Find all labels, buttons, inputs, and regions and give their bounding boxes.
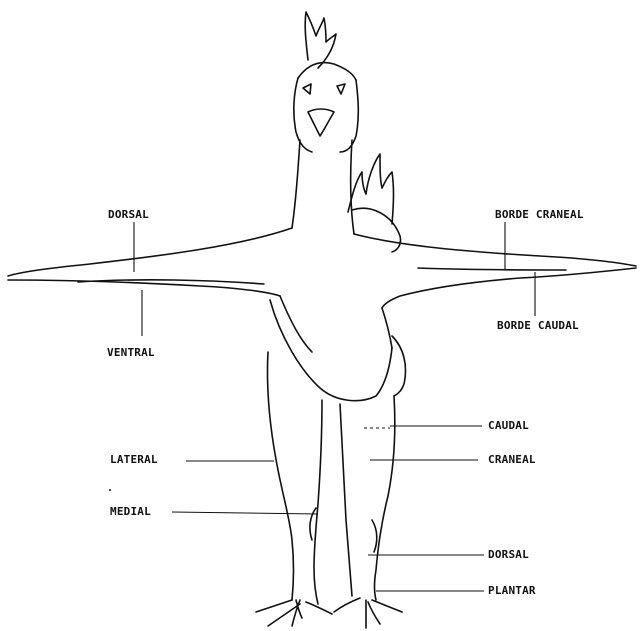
neck-left bbox=[292, 140, 300, 228]
right-knee-detail bbox=[372, 520, 377, 552]
left-leg-inner bbox=[314, 400, 322, 604]
comb bbox=[305, 12, 336, 68]
label-borde-craneal: BORDE CRANEAL bbox=[495, 208, 584, 221]
left-wing-top bbox=[8, 228, 292, 276]
left-eye bbox=[303, 84, 311, 94]
label-medial-leg: MEDIAL bbox=[110, 505, 151, 518]
label-dorsal-wing: DORSAL bbox=[108, 208, 149, 221]
tail-feathers bbox=[348, 154, 394, 224]
label-caudal-leg: CAUDAL bbox=[488, 419, 529, 432]
thigh-right-bulge bbox=[392, 336, 406, 396]
body-left bbox=[280, 296, 312, 352]
label-plantar-foot: PLANTAR bbox=[488, 584, 536, 597]
stray-dot bbox=[109, 489, 111, 491]
right-eye bbox=[337, 84, 345, 94]
left-foot bbox=[256, 600, 332, 626]
label-dorsal-foot: DORSAL bbox=[488, 548, 529, 561]
leader-medial-leg bbox=[172, 512, 318, 514]
beak bbox=[308, 109, 334, 136]
head-top bbox=[298, 63, 356, 80]
left-leg-outer bbox=[267, 352, 293, 600]
right-leg-outer bbox=[375, 396, 395, 600]
right-foot bbox=[334, 598, 402, 628]
right-wing-bottom bbox=[382, 268, 636, 308]
label-ventral-wing: VENTRAL bbox=[107, 346, 155, 359]
label-craneal-leg: CRANEAL bbox=[488, 453, 536, 466]
body-right bbox=[382, 308, 392, 348]
label-borde-caudal: BORDE CAUDAL bbox=[497, 319, 579, 332]
label-lateral-leg: LATERAL bbox=[110, 453, 158, 466]
neck-right bbox=[351, 140, 354, 234]
right-leg-inner bbox=[340, 404, 352, 596]
right-wing-inner bbox=[418, 268, 566, 270]
